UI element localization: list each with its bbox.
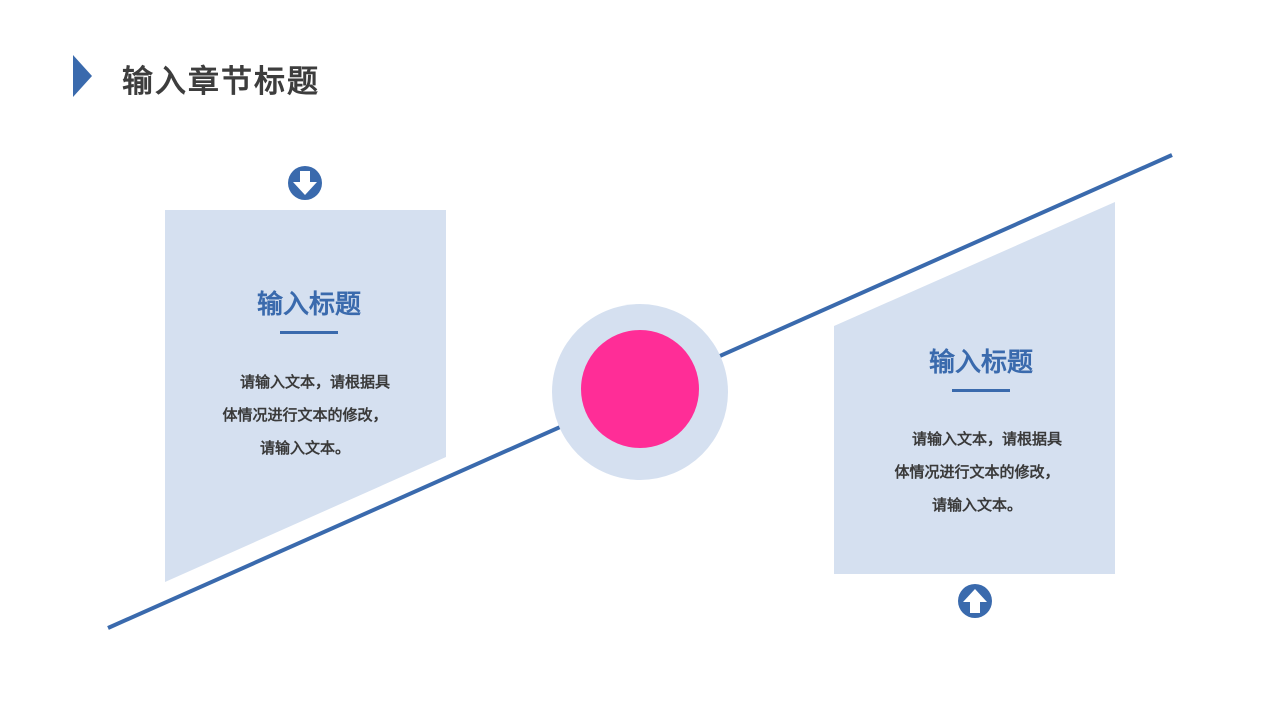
- left-card-title: 输入标题: [256, 290, 361, 320]
- right-card-body: 请输入文本，请根据具 体情况进行文本的修改， 请输入文本。: [837, 423, 1117, 522]
- text-line: 体情况进行文本的修改，: [222, 406, 388, 424]
- text-line: 请输入文本，请根据具: [911, 430, 1062, 448]
- text-line: 请输入文本。: [259, 439, 350, 457]
- arrow-down-circle-icon: [288, 166, 322, 200]
- inner-circle: [581, 330, 699, 448]
- right-panel: [834, 202, 1115, 574]
- text-line: 请输入文本，请根据具: [239, 373, 390, 391]
- left-card-body: 请输入文本，请根据具 体情况进行文本的修改， 请输入文本。: [165, 366, 445, 465]
- text-line: 体情况进行文本的修改，: [894, 463, 1060, 481]
- header-triangle-icon: [73, 55, 92, 97]
- arrow-up-circle-icon: [958, 584, 992, 618]
- left-card-underline: [280, 331, 338, 334]
- text-line: 请输入文本。: [931, 496, 1022, 514]
- right-card-underline: [952, 389, 1010, 392]
- page-title: 输入章节标题: [122, 64, 320, 100]
- left-panel: [165, 210, 446, 582]
- right-card-title: 输入标题: [928, 348, 1033, 378]
